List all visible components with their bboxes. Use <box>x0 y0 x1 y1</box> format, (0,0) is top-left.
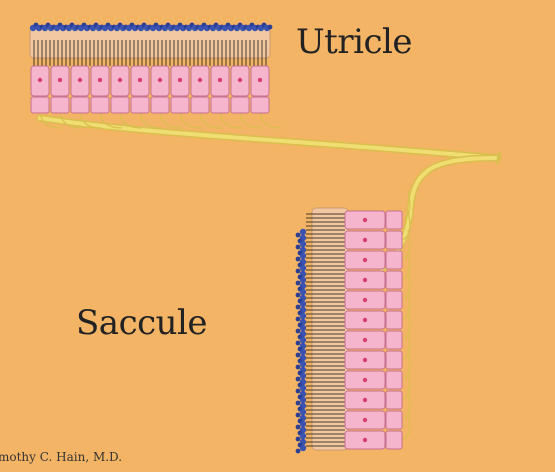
author-credit: mothy C. Hain, M.D. <box>0 450 123 464</box>
otoconium <box>295 448 301 454</box>
otoconium <box>295 304 301 310</box>
utricle-label: Utricle <box>296 22 412 62</box>
supporting-cell <box>190 96 210 114</box>
otoconium <box>299 312 307 320</box>
otoconium <box>299 228 307 236</box>
otoconium <box>299 288 307 296</box>
otoconium <box>267 24 273 30</box>
otoconium <box>295 244 301 250</box>
cell-nucleus <box>217 77 223 83</box>
otoconium <box>299 420 307 428</box>
cell-nucleus <box>362 397 368 403</box>
supporting-cell <box>70 96 90 114</box>
cell-nucleus <box>362 217 368 223</box>
cell-nucleus <box>362 337 368 343</box>
supporting-cell <box>170 96 190 114</box>
supporting-cell <box>385 310 403 330</box>
cell-nucleus <box>362 237 368 243</box>
cell-nucleus <box>257 77 263 83</box>
utricle-macula <box>29 22 283 129</box>
saccule-hair-cells <box>344 210 403 450</box>
otoconium <box>299 276 307 284</box>
cell-nucleus <box>362 317 368 323</box>
otoconium <box>295 364 301 370</box>
cell-nucleus <box>157 77 163 83</box>
otoconium <box>299 300 307 308</box>
cell-nucleus <box>177 77 183 83</box>
otoconium <box>299 396 307 404</box>
saccule-label: Saccule <box>76 303 208 343</box>
supporting-cell <box>385 270 403 290</box>
otoconium <box>299 372 307 380</box>
utricle-hair-cells <box>30 65 270 114</box>
cell-nucleus <box>362 277 368 283</box>
utricle-otoconia <box>29 22 273 32</box>
cell-nucleus <box>362 437 368 443</box>
supporting-cell <box>385 330 403 350</box>
cell-nucleus <box>137 77 143 83</box>
cell-nucleus <box>117 77 123 83</box>
cell-nucleus <box>362 257 368 263</box>
saccule-otoconia <box>295 228 307 454</box>
otoconium <box>295 412 301 418</box>
otoconium <box>299 252 307 260</box>
otoconium <box>295 424 301 430</box>
supporting-cell <box>230 96 250 114</box>
otoconium <box>299 264 307 272</box>
supporting-cell <box>30 96 50 114</box>
supporting-cell <box>150 96 170 114</box>
supporting-cell <box>385 410 403 430</box>
otoconium <box>295 328 301 334</box>
supporting-cell <box>385 230 403 250</box>
saccule-macula <box>295 189 411 454</box>
otoconium <box>295 316 301 322</box>
supporting-cell <box>385 350 403 370</box>
otoconium <box>299 324 307 332</box>
cell-nucleus <box>362 357 368 363</box>
otoconium <box>295 256 301 262</box>
supporting-cell <box>130 96 150 114</box>
otoconium <box>299 336 307 344</box>
cell-nucleus <box>77 77 83 83</box>
otoconium <box>295 388 301 394</box>
otoconium <box>295 268 301 274</box>
otoconium <box>295 436 301 442</box>
supporting-cell <box>385 430 403 450</box>
supporting-cell <box>385 370 403 390</box>
otoconium <box>295 400 301 406</box>
supporting-cell <box>110 96 130 114</box>
supporting-cell <box>90 96 110 114</box>
cell-nucleus <box>97 77 103 83</box>
cell-nucleus <box>362 297 368 303</box>
supporting-cell <box>385 250 403 270</box>
supporting-cell <box>385 210 403 230</box>
otoconium <box>295 280 301 286</box>
cell-nucleus <box>362 417 368 423</box>
saccule-cilia <box>306 213 345 447</box>
otoconium <box>295 352 301 358</box>
otoconium <box>299 444 307 452</box>
supporting-cell <box>50 96 70 114</box>
otoconium <box>295 232 301 238</box>
otoconium <box>299 348 307 356</box>
supporting-cell <box>250 96 270 114</box>
otoconium <box>295 340 301 346</box>
cell-nucleus <box>237 77 243 83</box>
otoconium <box>295 292 301 298</box>
supporting-cell <box>385 390 403 410</box>
otoconium <box>299 432 307 440</box>
cell-nucleus <box>197 77 203 83</box>
utricle-cilia <box>33 40 267 66</box>
cell-nucleus <box>57 77 63 83</box>
otoconium <box>299 384 307 392</box>
otoconium <box>299 408 307 416</box>
otoconium <box>299 240 307 248</box>
otoconium <box>295 376 301 382</box>
cell-nucleus <box>362 377 368 383</box>
supporting-cell <box>385 290 403 310</box>
supporting-cell <box>210 96 230 114</box>
cell-nucleus <box>37 77 43 83</box>
otoconium <box>299 360 307 368</box>
